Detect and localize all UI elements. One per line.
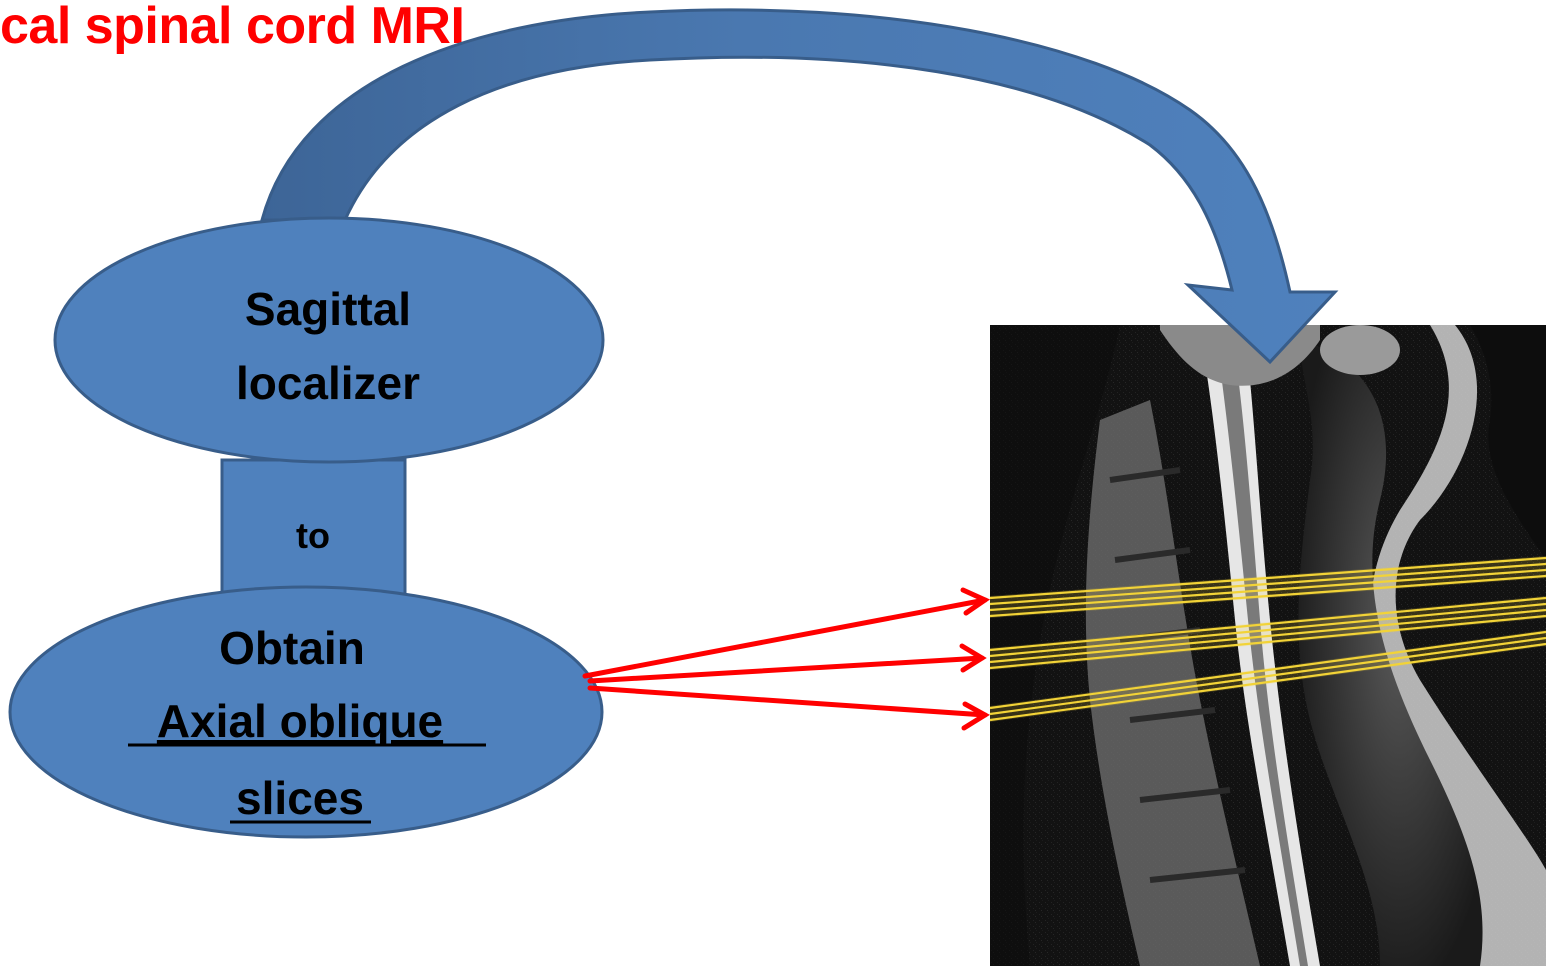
axial-oblique-node: Obtain Axial oblique slices bbox=[8, 585, 604, 839]
connector-box: to bbox=[220, 458, 407, 600]
axial-label-line3: slices bbox=[236, 772, 364, 824]
sagittal-label-line1: Sagittal bbox=[245, 283, 411, 335]
sagittal-localizer-node: Sagittal localizer bbox=[53, 216, 605, 464]
axial-label-line1: Obtain bbox=[219, 622, 365, 674]
mri-sagittal-image bbox=[989, 325, 1546, 966]
axial-label-line2: Axial oblique bbox=[157, 695, 443, 747]
red-arrow-bottom bbox=[587, 685, 990, 731]
axial-slice-bands bbox=[989, 556, 1546, 722]
red-arrow-top bbox=[582, 587, 991, 679]
page-title: cal spinal cord MRI bbox=[0, 0, 465, 55]
curved-arrow bbox=[260, 8, 1339, 365]
connector-label: to bbox=[296, 515, 330, 556]
red-arrow-middle bbox=[587, 643, 987, 684]
sagittal-label-line2: localizer bbox=[236, 357, 420, 409]
red-arrows bbox=[582, 587, 991, 731]
